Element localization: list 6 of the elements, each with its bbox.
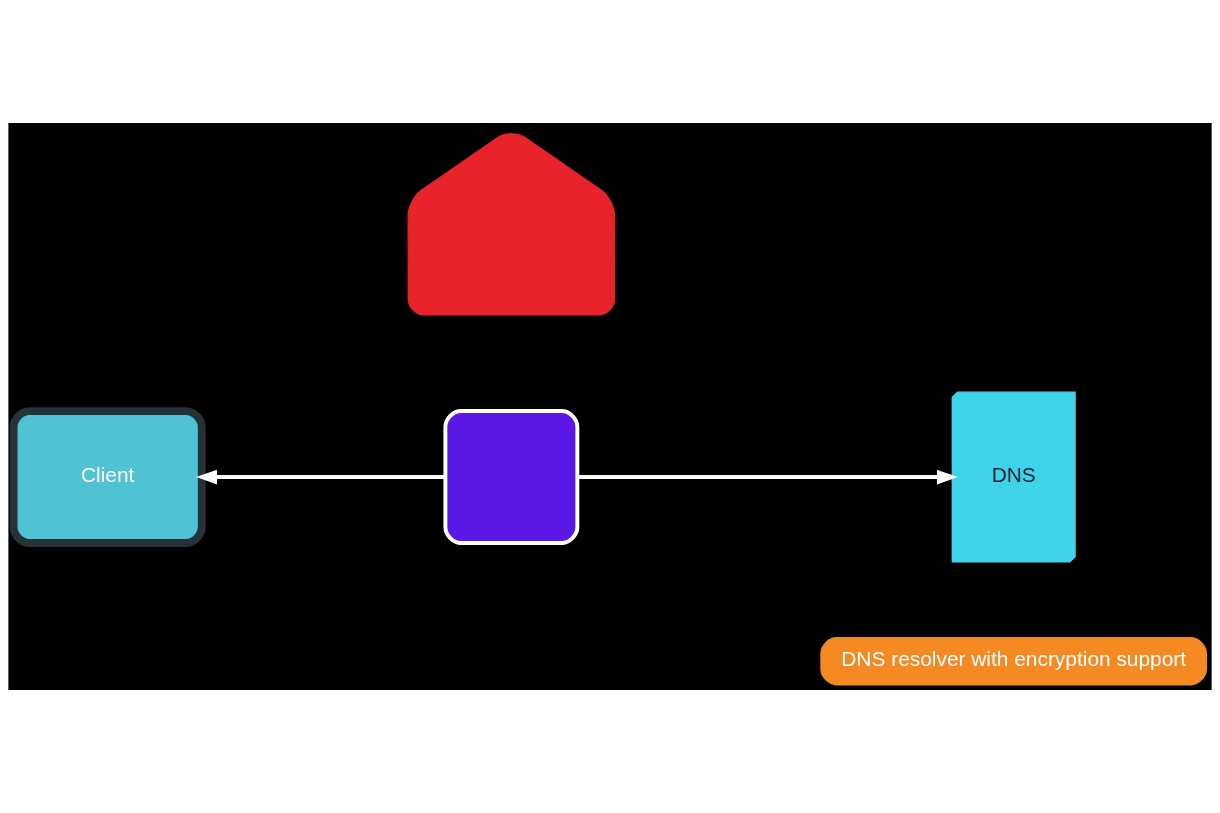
node-box xyxy=(443,409,580,545)
arrow xyxy=(577,469,958,485)
node-box: DNS resolver with encryption support xyxy=(820,637,1208,686)
node-box: Client xyxy=(9,407,206,547)
arrow xyxy=(196,469,446,485)
node-person xyxy=(407,133,616,316)
